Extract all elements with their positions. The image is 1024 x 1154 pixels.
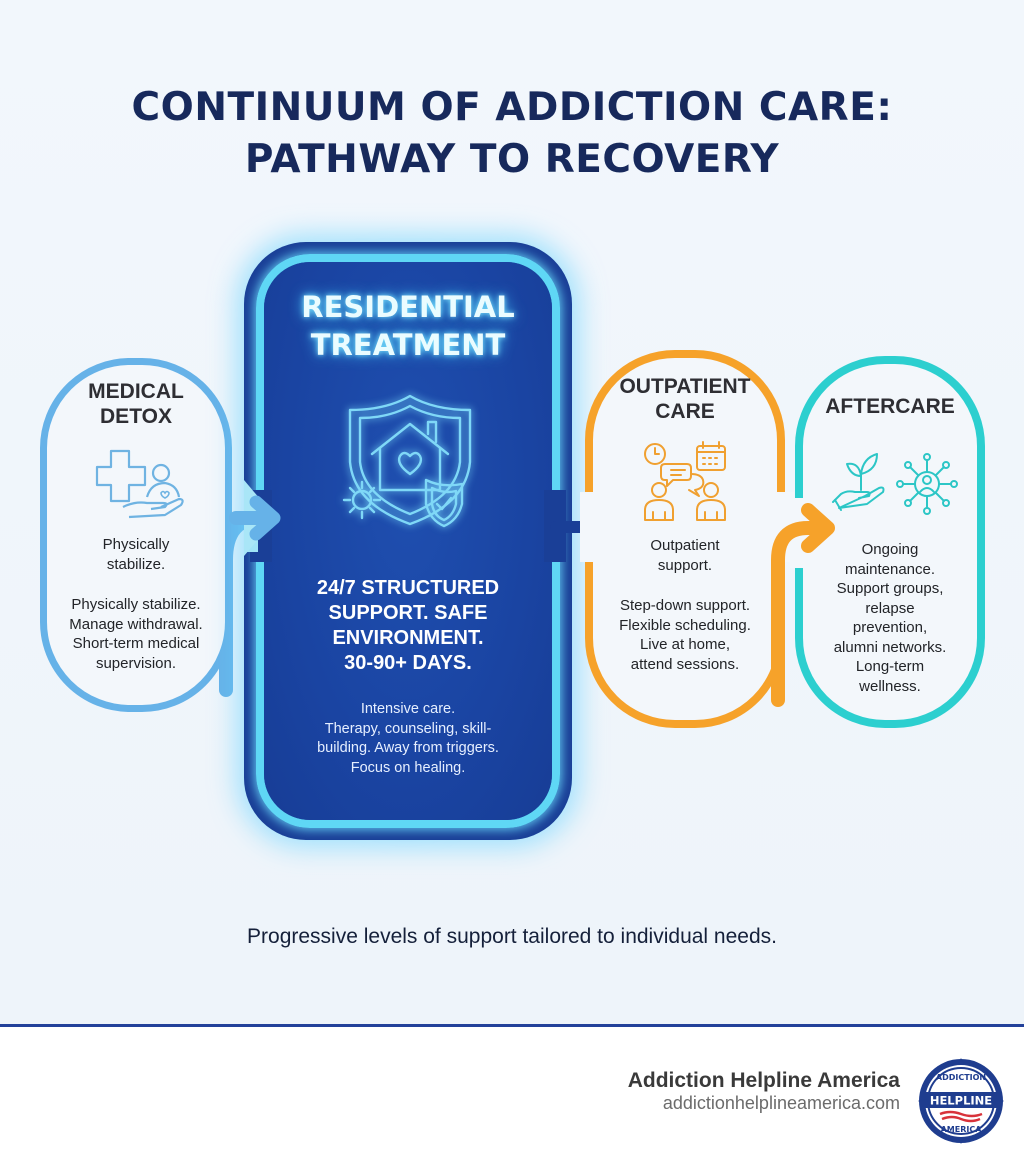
hand-plant-network-icon xyxy=(832,453,958,515)
clock-calendar-chat-people-icon xyxy=(644,441,726,521)
stage-summary: Physically stabilize. xyxy=(102,536,170,573)
stage-details: Intensive care. Therapy, counseling, ski… xyxy=(317,701,499,776)
helpline-seal-logo-icon: ADDICTION HELPLINE AMERICA xyxy=(918,1058,1004,1144)
svg-text:HELPLINE: HELPLINE xyxy=(930,1094,992,1108)
arrow-outpatient-to-aftercare xyxy=(771,503,835,707)
stage-summary: Outpatient support. xyxy=(650,537,720,574)
stage-title: OUTPATIENT CARE xyxy=(619,375,751,423)
shield-house-heart-gear-icon xyxy=(342,394,472,528)
stage-aftercare: AFTERCARE Ongoing maintenance. Support g… xyxy=(795,356,985,728)
stage-outpatient-care: OUTPATIENT CARE Outpatient support. Step… xyxy=(585,350,785,728)
tagline: Progressive levels of support tailored t… xyxy=(247,925,777,948)
brand-url-link[interactable]: addictionhelplineamerica.com xyxy=(662,1093,900,1113)
stage-details: Ongoing maintenance. Support groups, rel… xyxy=(833,541,947,695)
medical-cross-hand-heart-icon xyxy=(95,449,184,519)
svg-text:AMERICA: AMERICA xyxy=(941,1125,983,1134)
stage-details: Step-down support. Flexible scheduling. … xyxy=(619,597,751,673)
footer: Addiction Helpline America addictionhelp… xyxy=(0,1024,1024,1154)
stage-medical-detox: MEDICAL DETOX Physically stabilize. Phys… xyxy=(40,358,232,712)
residential-headline: 24/7 STRUCTURED SUPPORT. SAFE ENVIRONMEN… xyxy=(316,577,500,674)
page-title: CONTINUUM OF ADDICTION CARE: PATHWAY TO … xyxy=(0,82,1024,186)
stage-title: AFTERCARE xyxy=(825,395,955,418)
stage-title: RESIDENTIAL TREATMENT xyxy=(301,290,515,362)
title-line-2: PATHWAY TO RECOVERY xyxy=(244,137,780,182)
stage-title: MEDICAL DETOX xyxy=(88,380,184,428)
brand-name: Addiction Helpline America xyxy=(627,1069,900,1092)
residential-panel xyxy=(264,262,552,820)
svg-text:ADDICTION: ADDICTION xyxy=(936,1073,986,1082)
title-line-1: CONTINUUM OF ADDICTION CARE: xyxy=(131,85,893,130)
stage-details: Physically stabilize. Manage withdrawal.… xyxy=(69,596,203,672)
